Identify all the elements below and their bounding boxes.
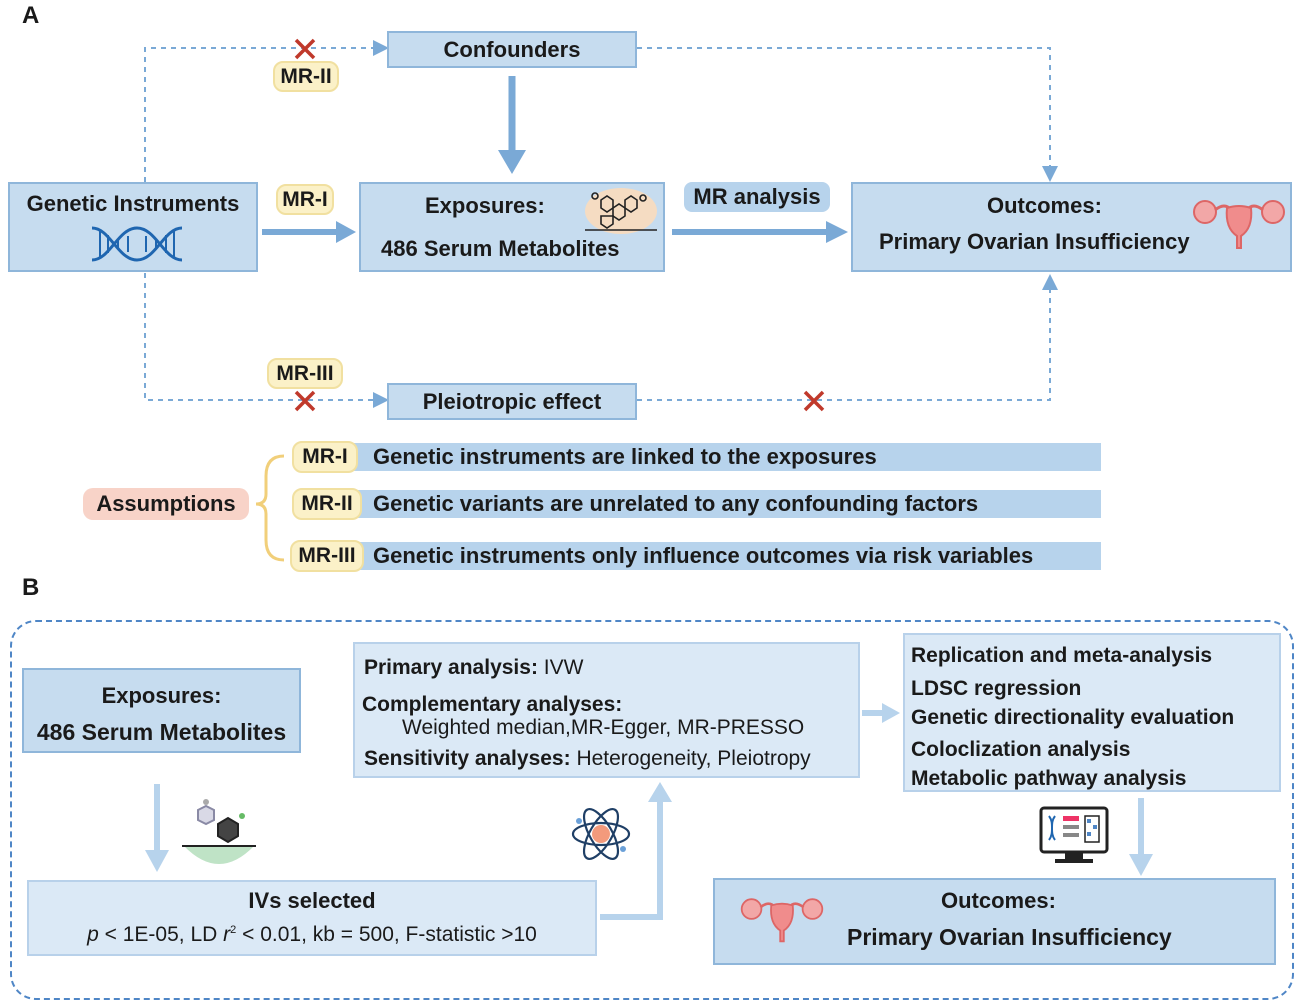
dashed-genetic-to-pleiotropic [144, 273, 389, 408]
uterus-icon [1193, 200, 1285, 249]
confounders-label: Confounders [443, 37, 581, 62]
mr-iii-pill: MR-III [267, 358, 343, 389]
cross-icon-confounders [294, 38, 316, 60]
analyses-box: Primary analysis: IVW Complementary anal… [353, 642, 860, 778]
assumption-tag: MR-III [290, 540, 364, 572]
primary-label: Primary analysis: [364, 656, 538, 679]
panel-a-label: A [22, 2, 40, 29]
exposures-box-b: Exposures: 486 Serum Metabolites [22, 668, 301, 753]
assumption-bar [350, 443, 1101, 471]
outcomes-sub-b: Primary Ovarian Insufficiency [847, 924, 1172, 950]
ivs-rest: < 0.01, kb = 500, F-statistic >10 [236, 923, 537, 946]
exposures-sub-a: 486 Serum Metabolites [381, 236, 620, 261]
ivs-r: r [223, 923, 231, 946]
panel-b-frame [10, 620, 1294, 1000]
dashed-confounders-to-outcomes [637, 47, 1058, 182]
complementary-label: Complementary analyses: [362, 693, 623, 716]
further-item: Genetic directionality evaluation [911, 706, 1235, 729]
exposures-box-a: Exposures: 486 Serum Metabolites [359, 182, 665, 272]
sensitivity-value: Heterogeneity, Pleiotropy [570, 747, 811, 770]
pleiotropic-box: Pleiotropic effect [387, 383, 637, 420]
ivs-criteria: p < 1E-05, LD r2 < 0.01, kb = 500, F-sta… [29, 923, 595, 947]
further-item: LDSC regression [911, 677, 1082, 700]
outcomes-title-b: Outcomes: [941, 888, 1056, 913]
complementary-value: Weighted median,MR-Egger, MR-PRESSO [402, 716, 805, 739]
mr-ii-pill-top: MR-II [273, 61, 339, 92]
exposures-title-a: Exposures: [425, 193, 545, 218]
arrow-confounders-exposures-head [498, 150, 526, 174]
mr-i-pill: MR-I [276, 184, 334, 215]
assumptions-label: Assumptions [83, 488, 249, 520]
panel-b-label: B [22, 574, 40, 601]
molecule-icon [585, 188, 657, 234]
assumption-bar [350, 542, 1101, 570]
exposures-title-b: Exposures: [101, 683, 222, 708]
genetic-instruments-box: Genetic Instruments [8, 182, 258, 272]
arrow-genetic-exposures-head [336, 221, 356, 243]
exposures-sub-b: 486 Serum Metabolites [36, 719, 287, 745]
uterus-icon [740, 898, 824, 943]
outcomes-box-a: Outcomes: Primary Ovarian Insufficiency [851, 182, 1292, 272]
confounders-box: Confounders [387, 31, 637, 68]
computer-monitor-icon [1039, 806, 1109, 863]
ivs-r-sup: 2 [230, 924, 237, 936]
ivs-p: p [87, 923, 99, 946]
outcomes-sub-a: Primary Ovarian Insufficiency [879, 229, 1190, 254]
dashed-pleiotropic-to-outcomes [637, 274, 1058, 401]
ivs-p-rest: < 1E-05, LD [98, 923, 224, 946]
primary-value: IVW [537, 656, 584, 679]
arrow-exposures-outcomes-head [826, 221, 848, 243]
pleiotropic-label: Pleiotropic effect [422, 389, 602, 414]
sensitivity-label: Sensitivity analyses: [364, 747, 571, 770]
outcomes-box-b: Outcomes: Primary Ovarian Insufficiency [713, 878, 1276, 965]
cross-icon-pleiotropic-right [803, 390, 825, 412]
ivs-title: IVs selected [248, 888, 376, 913]
sensitivity-analysis: Sensitivity analyses: Heterogeneity, Ple… [364, 747, 811, 771]
cross-icon-pleiotropic-left [294, 390, 316, 412]
assumption-text: Genetic variants are unrelated to any co… [373, 491, 979, 516]
ivs-selected-box: IVs selected p < 1E-05, LD r2 < 0.01, kb… [27, 880, 597, 956]
brace-icon [255, 454, 285, 562]
mr-analysis-label: MR analysis [684, 182, 830, 212]
atom-icon [571, 808, 631, 860]
genetic-instruments-label: Genetic Instruments [26, 191, 240, 216]
further-analyses-box: Replication and meta-analysis LDSC regre… [903, 633, 1281, 792]
primary-analysis: Primary analysis: IVW [364, 656, 583, 680]
assumption-text: Genetic instruments are linked to the ex… [373, 444, 877, 469]
chemistry-icon [182, 799, 256, 864]
assumption-bar [350, 490, 1101, 518]
outcomes-title-a: Outcomes: [987, 193, 1102, 218]
further-item: Metabolic pathway analysis [911, 767, 1187, 790]
dna-icon [91, 226, 183, 262]
further-item: Coloclization analysis [911, 738, 1131, 761]
assumption-tag: MR-I [292, 441, 358, 473]
assumption-tag: MR-II [292, 488, 362, 520]
assumption-text: Genetic instruments only influence outco… [373, 543, 1034, 568]
further-item: Replication and meta-analysis [911, 644, 1213, 667]
